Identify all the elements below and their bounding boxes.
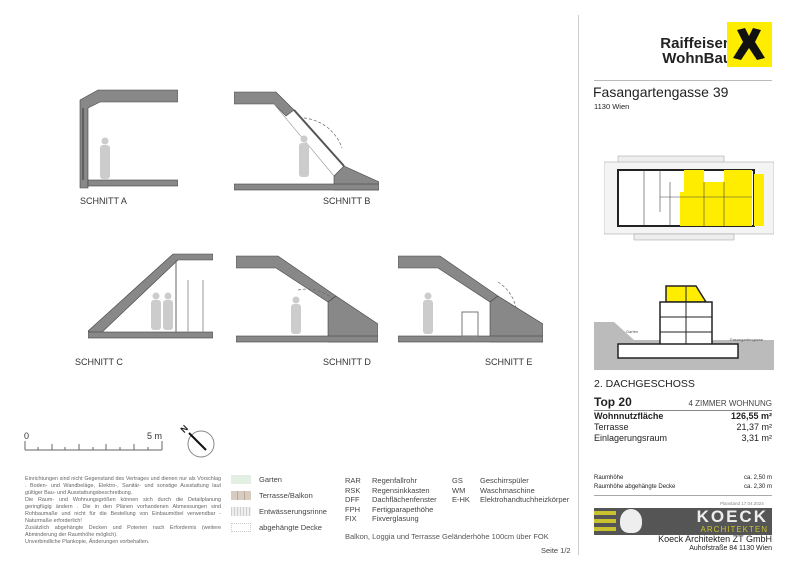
section-e-label: SCHNITT E [485, 357, 533, 367]
abbreviations-col1: RAR Regenfallrohr RSK Regensinkkasten DFF D… [345, 476, 437, 524]
unit-header: Top 20 4 ZIMMER WOHNUNG [594, 395, 772, 411]
section-a-drawing [79, 89, 178, 189]
raiffeisen-logo-icon [727, 22, 772, 67]
abbr-code: GS [452, 476, 463, 485]
disclaimer-line: Einrichtungen sind nicht Gegenstand des … [25, 476, 221, 496]
building-section-thumbnail [594, 285, 774, 370]
section-c-label: SCHNITT C [75, 357, 123, 367]
height-value: ca. 2,50 m [743, 475, 772, 481]
section-e-drawing [398, 255, 543, 343]
ceiling-swatch [231, 523, 251, 532]
height-value: ca. 2,30 m [743, 484, 772, 490]
height-row: Raumhöhe ca. 2,50 m [594, 474, 772, 483]
abbr-code: DFF [345, 495, 360, 504]
abbr-code: RSK [345, 485, 361, 495]
legend-label: Terrasse/Balkon [259, 491, 313, 500]
disclaimer-line: Zusätzlich abgehängte Decken und Poterie… [25, 525, 221, 538]
section-c-drawing [88, 253, 213, 339]
area-label: Terrasse [594, 422, 629, 432]
section-b-drawing [234, 91, 379, 191]
abbr-text: Waschmaschine [480, 485, 535, 495]
legend-label: Garten [259, 475, 282, 484]
area-row: Einlagerungsraum 3,31 m² [594, 433, 772, 444]
legend-item-rinne: Entwässerungsrinne [231, 507, 327, 516]
section-d-label: SCHNITT D [323, 357, 371, 367]
abbr-code: FIX [345, 514, 357, 523]
abbreviations-col2: GS Geschirrspüler WM Waschmaschine E-HK Ele… [452, 476, 569, 505]
address-city: 1130 Wien [594, 102, 630, 111]
koeck-logo-text: KOECK [696, 507, 768, 526]
floor-label: 2. DACHGESCHOSS [594, 378, 695, 390]
header-divider [594, 80, 772, 81]
railing-note: Balkon, Loggia und Terrasse Geländerhöhe… [345, 532, 549, 541]
abbr-text: Regensinkkasten [372, 485, 430, 495]
koeck-logo-sub: ARCHITEKTEN [700, 525, 768, 534]
area-label: Einlagerungsraum [594, 433, 668, 443]
area-row: Wohnnutzfläche 126,55 m² [594, 411, 772, 422]
legend-item-decke: abgehängte Decke [231, 523, 322, 532]
scale-bar [24, 441, 163, 451]
legend-item-garten: Garten [231, 475, 282, 484]
abbr-text: Fertigparapethöhe [372, 504, 434, 514]
eagle-emblem-icon [620, 509, 642, 533]
area-label: Wohnnutzfläche [594, 411, 664, 421]
abbr-text: Regenfallrohr [372, 476, 418, 485]
unit-type: 4 ZIMMER WOHNUNG [688, 399, 772, 408]
legend-label: Entwässerungsrinne [259, 507, 327, 516]
legend-item-terrasse: Terrasse/Balkon [231, 491, 313, 500]
scale-end-label: 5 m [147, 431, 163, 441]
heights-table: Raumhöhe ca. 2,50 m Raumhöhe abgehängte D… [594, 474, 772, 496]
disclaimer-line: Unverbindliche Plankopie, Änderungen vor… [25, 539, 150, 545]
area-value: 21,37 m² [736, 422, 772, 432]
section-d-drawing [236, 255, 378, 343]
page-number: Seite 1/2 [541, 546, 571, 555]
architect-address: Auhofstraße 84 1130 Wien [689, 545, 772, 552]
area-row: Terrasse 21,37 m² [594, 422, 772, 433]
architect-name: Koeck Architekten ZT GmbH [658, 534, 772, 544]
section-b-label: SCHNITT B [323, 196, 371, 206]
drain-swatch [231, 507, 251, 516]
abbr-text: Geschirrspüler [480, 476, 529, 485]
abbr-code: FPH [345, 504, 360, 514]
height-label: Raumhöhe [594, 475, 624, 481]
street-label: Fasangartengasse [730, 337, 764, 342]
disclaimer: Einrichtungen sind nicht Gegenstand des … [25, 476, 221, 546]
unit-top: Top 20 [594, 395, 632, 409]
area-table: Wohnnutzfläche 126,55 m² Terrasse 21,37 m²… [594, 411, 772, 444]
abbr-text: Fixverglasung [372, 514, 419, 523]
floor-plan-thumbnail [604, 155, 774, 241]
address-street: Fasangartengasse 39 [593, 84, 729, 100]
brand-line1: Raiffeisen [660, 35, 732, 52]
scale-start-label: 0 [24, 431, 30, 441]
brand-line2: WohnBau [662, 50, 732, 67]
garden-label: Garten [626, 329, 639, 334]
abbr-text: Elektrohandtuchheizkörper [480, 495, 570, 504]
panel-divider [578, 15, 579, 555]
height-label: Raumhöhe abgehängte Decke [594, 484, 676, 490]
area-value: 3,31 m² [741, 433, 772, 443]
legend-label: abgehängte Decke [259, 523, 322, 532]
height-row: Raumhöhe abgehängte Decke ca. 2,30 m [594, 483, 772, 492]
abbr-code: RAR [345, 476, 361, 485]
disclaimer-line: Die Raum- und Wohnungsgrößen können sich… [25, 497, 221, 524]
plan-date: Planstand 17.04.2024 [720, 501, 764, 506]
koeck-logo: KOECK ARCHITEKTEN [594, 507, 772, 535]
terrace-swatch [231, 491, 251, 500]
abbr-text: Dachflächenfenster [372, 495, 437, 504]
abbr-code: E-HK [452, 495, 470, 504]
abbr-code: WM [452, 485, 466, 495]
garden-swatch [231, 475, 251, 484]
section-a-label: SCHNITT A [80, 196, 127, 206]
area-value: 126,55 m² [730, 411, 772, 421]
brand-wordmark: Raiffeisen WohnBau [630, 36, 732, 66]
north-arrow-icon [187, 430, 215, 458]
